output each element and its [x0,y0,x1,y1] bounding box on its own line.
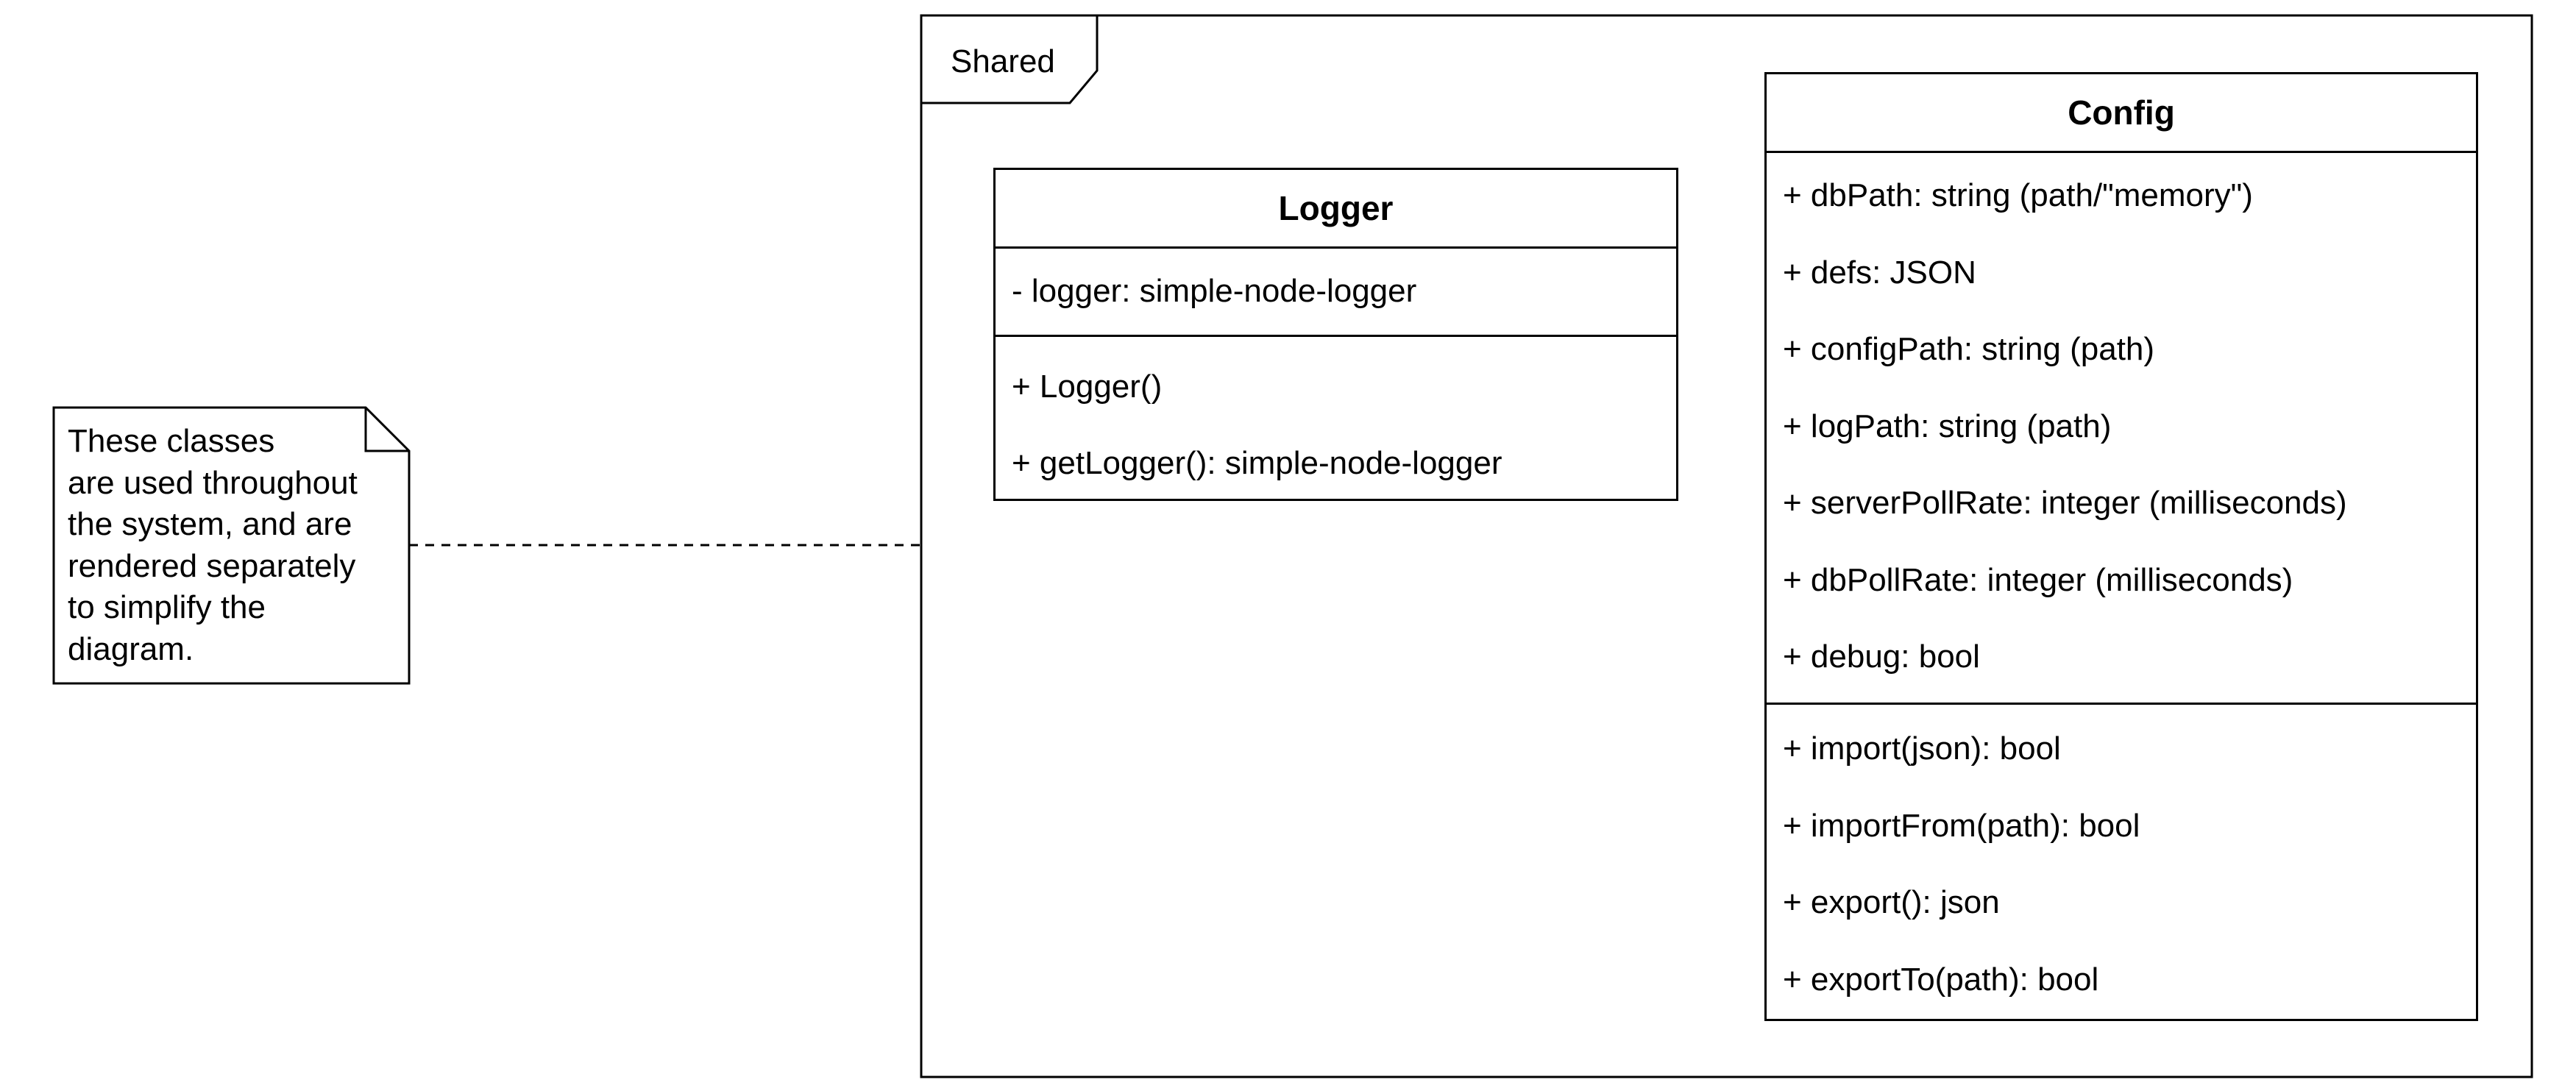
operations-compartment: + import(json): bool + importFrom(path):… [1767,705,2476,1019]
attribute: + defs: JSON [1783,254,1976,291]
attribute: + debug: bool [1783,639,1980,675]
package-frame [920,14,2533,1078]
operation: + Logger() [1012,369,1163,405]
attributes-compartment: + dbPath: string (path/"memory") + defs:… [1767,153,2476,705]
note-text: These classes are used throughout the sy… [68,423,358,667]
class-config[interactable]: Config + dbPath: string (path/"memory") … [1764,72,2478,1021]
note-fold [364,408,409,452]
operation: + exportTo(path): bool [1783,961,2099,998]
operation: + importFrom(path): bool [1783,807,2140,844]
package-tab [921,15,1099,104]
attribute: + dbPath: string (path/"memory") [1783,177,2253,214]
package-name: Shared [951,43,1055,79]
note-shape [52,406,411,685]
class-logger[interactable]: Logger - logger: simple-node-logger + Lo… [993,168,1678,501]
operation: + getLogger(): simple-node-logger [1012,445,1502,481]
class-name: Config [1767,74,2476,153]
attribute: + logPath: string (path) [1783,408,2112,444]
attribute: + serverPollRate: integer (milliseconds) [1783,485,2347,522]
attribute: - logger: simple-node-logger [1012,273,1417,309]
attribute: + configPath: string (path) [1783,331,2155,368]
operation: + import(json): bool [1783,730,2061,767]
operations-compartment: + Logger() + getLogger(): simple-node-lo… [996,337,1676,499]
operation: + export(): json [1783,884,2000,921]
class-name: Logger [996,170,1676,249]
attribute: + dbPollRate: integer (milliseconds) [1783,561,2293,598]
attributes-compartment: - logger: simple-node-logger [996,249,1676,337]
